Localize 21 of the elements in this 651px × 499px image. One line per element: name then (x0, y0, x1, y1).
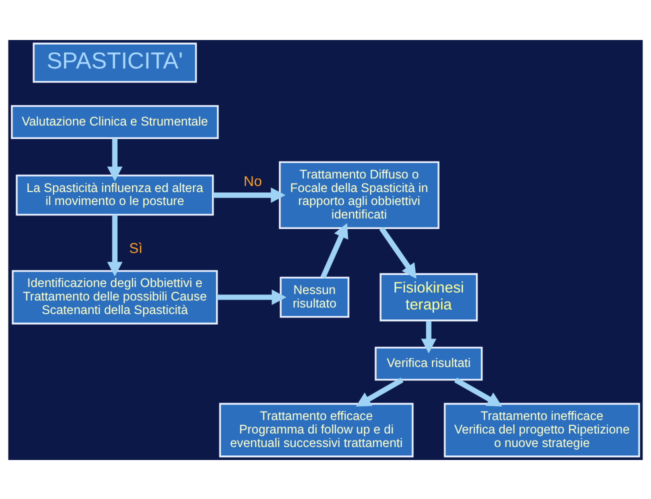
edge-label: Sì (129, 240, 143, 256)
arrow (454, 377, 502, 406)
node-box: Trattamento Diffuso o Focale della Spasticità in rapporto agli obbiettivi identificati (278, 160, 440, 229)
node-box: Fisiokinesi terapia (380, 272, 478, 321)
node-box: Trattamento inefficace Verifica del progetto Ripetizione o nuove strategie (444, 402, 640, 457)
node-box: Verifica risultati (374, 346, 483, 380)
arrow (217, 289, 286, 304)
node-box: Valutazione Clinica e Strumentale (10, 104, 219, 138)
node-box: SPASTICITA' (32, 42, 197, 82)
arrow (379, 226, 416, 278)
arrow (320, 222, 348, 278)
edge-label: No (244, 174, 262, 190)
arrow (107, 214, 123, 276)
arrow (213, 186, 286, 202)
node-box: Trattamento efficace Programma di follow up e di eventuali successivi trattamenti (219, 402, 414, 457)
node-box: Identificazione degli Obbiettivi e Trattamento delle possibili Cause Scatenanti della Spasticità (12, 270, 218, 324)
arrow (356, 377, 404, 406)
arrow (107, 138, 123, 181)
node-box: Nessun risultato (280, 276, 350, 318)
node-box: La Spasticità influenza ed altera il movimento o le posture (16, 174, 214, 216)
arrow (421, 320, 436, 353)
